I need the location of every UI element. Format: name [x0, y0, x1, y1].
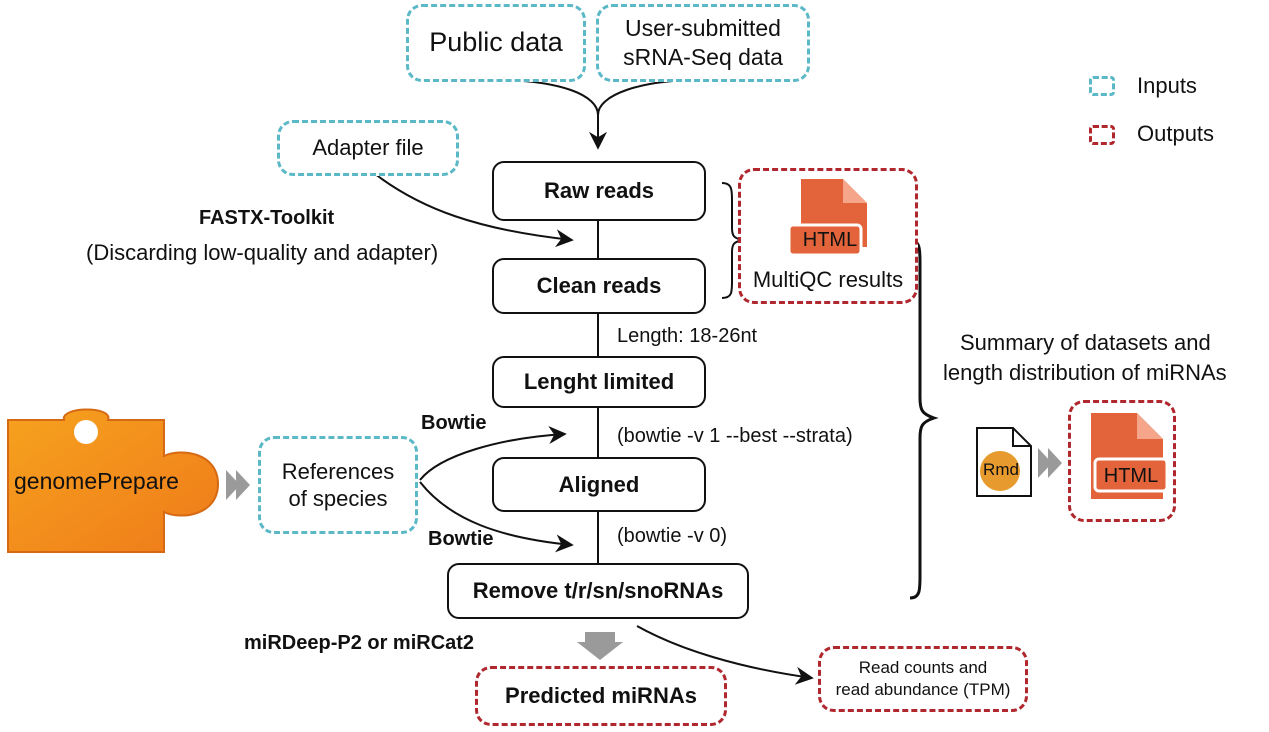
html-file-icon — [787, 179, 867, 257]
summary-html-icon — [1091, 413, 1169, 499]
user-submitted-line1: User-submitted — [625, 15, 781, 42]
aligned-step: Aligned — [492, 457, 706, 512]
mirdeep-tool-label: miRDeep-P2 or miRCat2 — [244, 632, 475, 654]
public-data-box: Public data — [406, 4, 586, 82]
user-submitted-box: User-submitted sRNA-Seq data — [596, 4, 810, 82]
predicted-mirnas-label: Predicted miRNAs — [505, 683, 697, 708]
predicted-gray-arrow — [577, 632, 623, 660]
legend-outputs-swatch — [1089, 125, 1115, 145]
legend-outputs-label: Outputs — [1137, 121, 1215, 146]
references-line2: of species — [288, 486, 388, 511]
raw-reads-label: Raw reads — [543, 178, 655, 203]
bowtie-top-arrow — [419, 426, 567, 481]
rmd-gray-arrow-2 — [1048, 448, 1062, 478]
multiqc-output-box: HTML MultiQC results — [738, 168, 918, 304]
fastx-description: (Discarding low-quality and adapter) — [86, 240, 439, 265]
legend-inputs-swatch — [1089, 76, 1115, 96]
clean-reads-step: Clean reads — [492, 258, 706, 314]
public-to-raw-connector — [494, 79, 599, 116]
aligned-label: Aligned — [558, 471, 640, 497]
multiqc-html-label: HTML — [802, 229, 858, 251]
adapter-file-label: Adapter file — [312, 135, 424, 161]
remove-label: Remove t/r/sn/snoRNAs — [472, 578, 724, 603]
summary-line2: length distribution of miRNAs — [943, 360, 1227, 385]
length-limited-step: Lenght limited — [492, 356, 706, 408]
genome-gray-arrow-2 — [236, 470, 250, 500]
multiqc-results-label: MultiQC results — [752, 267, 904, 292]
summary-html-label: HTML — [1103, 465, 1159, 487]
fastx-tool-label: FASTX-Toolkit — [199, 207, 335, 229]
summary-brace — [909, 238, 939, 600]
rmd-file-icon — [976, 427, 1032, 497]
bowtie-params2-note: (bowtie -v 0) — [617, 525, 728, 547]
references-box: References of species — [258, 436, 418, 534]
puzzle-piece-icon — [7, 408, 220, 553]
remove-step: Remove t/r/sn/snoRNAs — [447, 563, 749, 619]
rmd-gray-arrow-1 — [1038, 448, 1052, 478]
references-line1: References — [281, 458, 395, 484]
bowtie-bottom-arrow — [419, 481, 574, 553]
length-note: Length: 18-26nt — [617, 325, 758, 347]
genome-gray-arrow-1 — [226, 470, 240, 500]
read-counts-line1: Read counts and — [858, 657, 988, 677]
public-data-label: Public data — [429, 27, 563, 58]
adapter-arrow — [369, 169, 574, 248]
length-limited-label: Lenght limited — [523, 369, 675, 394]
read-counts-box: Read counts and read abundance (TPM) — [818, 646, 1028, 712]
read-counts-line2: read abundance (TPM) — [835, 680, 1011, 699]
summary-line1: Summary of datasets and — [960, 330, 1211, 355]
predicted-mirnas-box: Predicted miRNAs — [475, 666, 727, 726]
clean-reads-label: Clean reads — [536, 273, 662, 298]
summary-output-box: HTML — [1068, 400, 1176, 522]
bowtie-bottom-label: Bowtie — [428, 528, 494, 550]
bowtie-params-note: (bowtie -v 1 --best --strata) — [617, 425, 853, 447]
bowtie-top-label: Bowtie — [421, 412, 487, 434]
remove-to-counts-arrow — [636, 625, 814, 685]
rmd-label: Rmd — [983, 460, 1019, 479]
raw-reads-step: Raw reads — [492, 161, 706, 221]
legend-inputs-label: Inputs — [1137, 73, 1197, 98]
genome-prepare-label: genomePrepare — [14, 468, 179, 494]
user-to-raw-connector — [597, 79, 701, 116]
adapter-file-box: Adapter file — [277, 120, 459, 176]
user-submitted-line2: sRNA-Seq data — [623, 44, 783, 70]
